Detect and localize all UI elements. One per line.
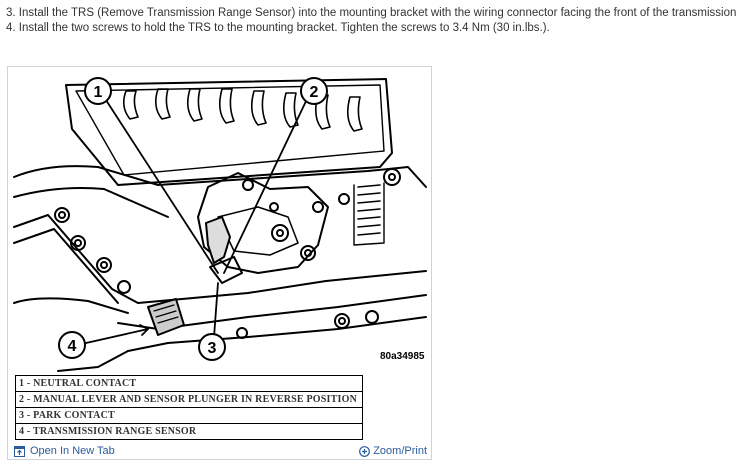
figure-actions: Open In New Tab Zoom/Print <box>8 443 431 460</box>
legend-row: 2 - MANUAL LEVER AND SENSOR PLUNGER IN R… <box>15 391 363 408</box>
callout-4: 4 <box>58 331 86 359</box>
legend-item-3: 3 - PARK CONTACT <box>15 407 363 424</box>
step-3-text: 3. Install the TRS (Remove Transmission … <box>6 7 736 19</box>
callout-3: 3 <box>198 333 226 361</box>
zoom-print-label: Zoom/Print <box>373 445 427 457</box>
legend-item-1: 1 - NEUTRAL CONTACT <box>15 375 363 392</box>
legend-row: 1 - NEUTRAL CONTACT <box>15 375 363 392</box>
callout-2-label: 2 <box>310 84 319 101</box>
zoom-plus-icon <box>359 445 371 457</box>
callout-1-label: 1 <box>94 84 103 101</box>
figure-panel: 1 2 3 4 80a34985 1 - NEUTRAL CONTACT 2 -… <box>7 66 432 460</box>
callout-1: 1 <box>84 77 112 105</box>
step-4-text: 4. Install the two screws to hold the TR… <box>6 22 550 34</box>
legend-item-4: 4 - TRANSMISSION RANGE SENSOR <box>15 423 363 440</box>
legend-item-2: 2 - MANUAL LEVER AND SENSOR PLUNGER IN R… <box>15 391 363 408</box>
open-new-tab-label: Open In New Tab <box>30 445 115 457</box>
instruction-steps: 3. Install the TRS (Remove Transmission … <box>6 6 736 36</box>
figure-id: 80a34985 <box>380 351 425 362</box>
zoom-print-link[interactable]: Zoom/Print <box>359 445 427 457</box>
legend-table: 1 - NEUTRAL CONTACT 2 - MANUAL LEVER AND… <box>15 375 363 440</box>
legend-row: 4 - TRANSMISSION RANGE SENSOR <box>15 423 363 440</box>
transmission-diagram: 1 2 3 4 <box>13 77 427 372</box>
callout-4-label: 4 <box>68 338 77 355</box>
open-new-tab-link[interactable]: Open In New Tab <box>14 445 115 457</box>
callout-2: 2 <box>300 77 328 105</box>
legend-row: 3 - PARK CONTACT <box>15 407 363 424</box>
open-new-tab-icon <box>14 445 25 457</box>
callout-3-label: 3 <box>208 340 217 357</box>
